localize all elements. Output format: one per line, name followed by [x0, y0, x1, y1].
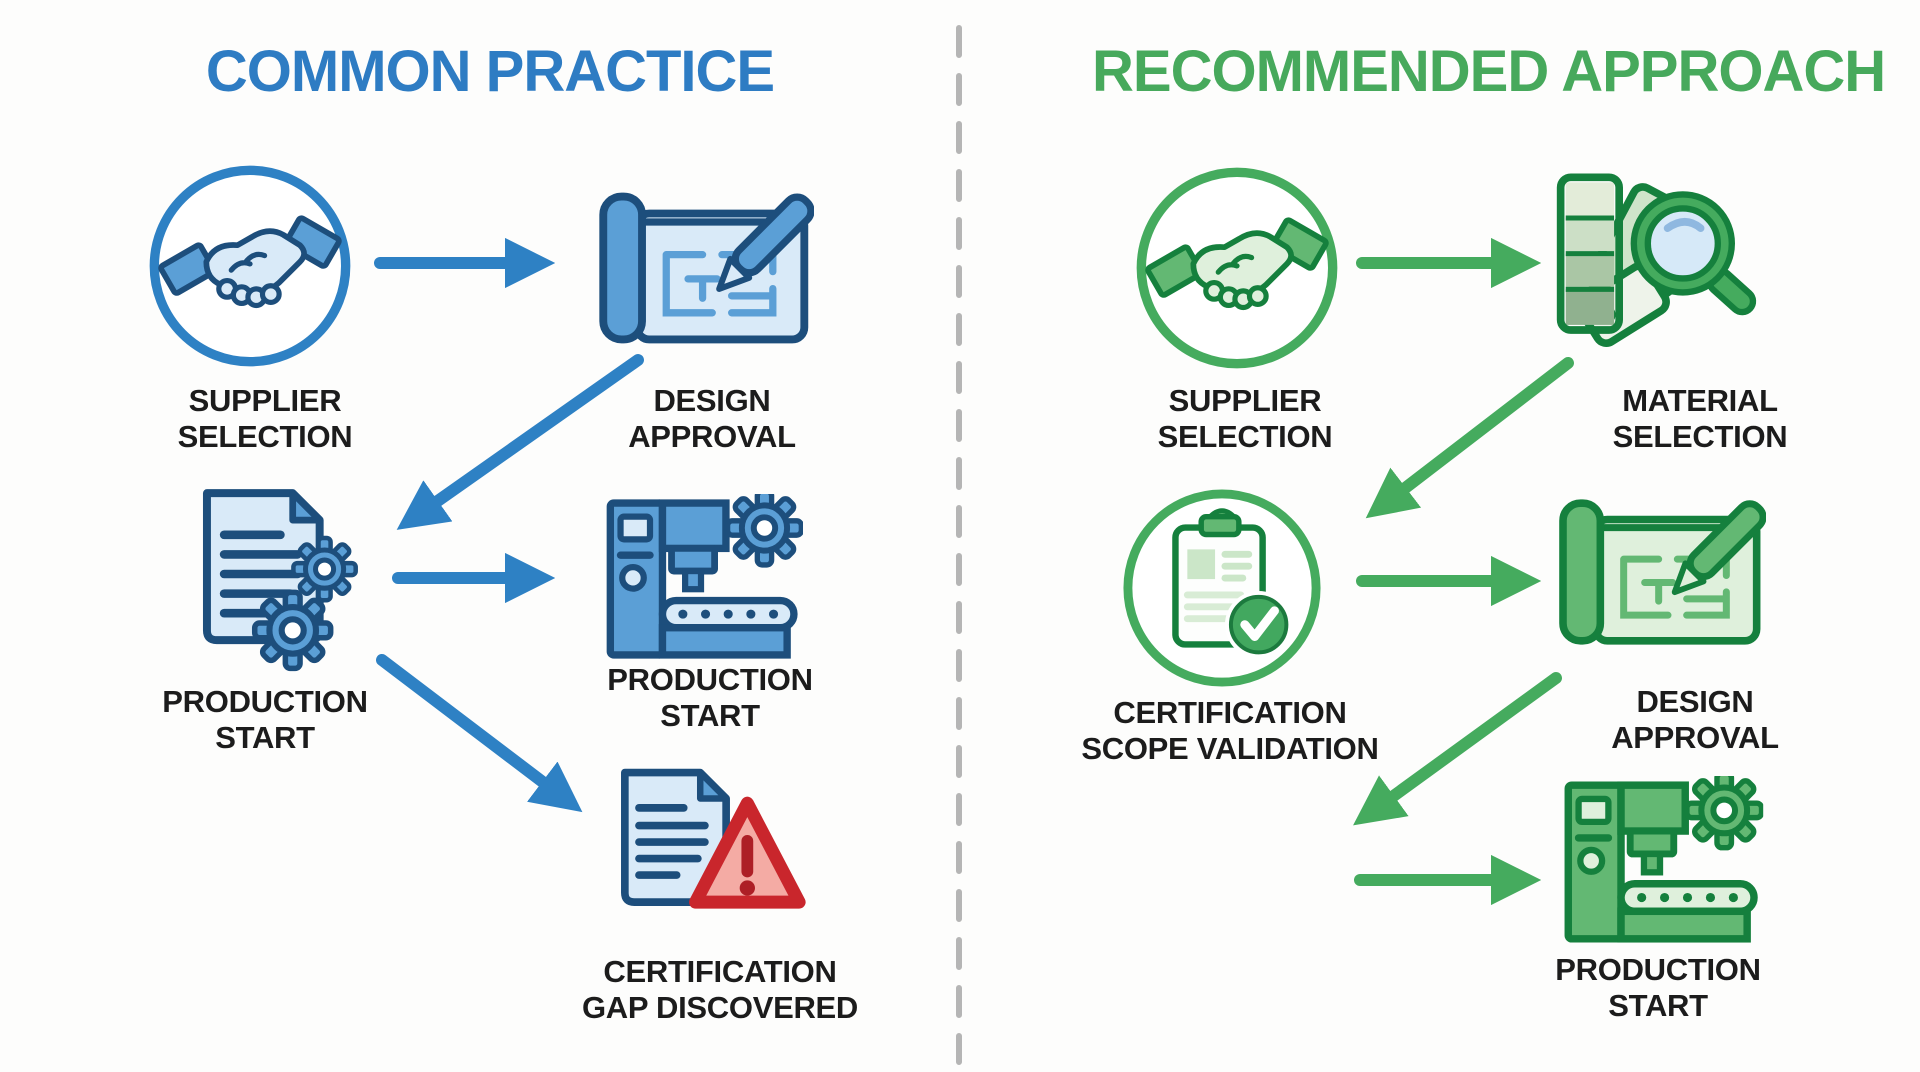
step-label-certification-gap: CERTIFICATION GAP DISCOVERED: [581, 954, 858, 1025]
step-label-supplier-selection: SUPPLIER SELECTION: [177, 383, 353, 454]
arrow-material-to-certification: [1365, 357, 1574, 519]
document-gears-icon: [180, 474, 376, 674]
factory-machine-icon: [1556, 776, 1764, 948]
document-warning-icon: [606, 760, 818, 950]
handshake-icon: [146, 162, 354, 370]
material-swatch-magnifier-icon: [1550, 162, 1780, 372]
step-label-material-selection: MATERIAL SELECTION: [1612, 383, 1788, 454]
handshake-icon: [1133, 164, 1341, 372]
blueprint-pen-icon: [596, 176, 814, 360]
step-label-production-start: PRODUCTION START: [1555, 952, 1761, 1023]
step-label-production-start: PRODUCTION START: [607, 662, 813, 733]
step-label-production-start: PRODUCTION START: [162, 684, 368, 755]
step-label-certification-scope-validation: CERTIFICATION SCOPE VALIDATION: [1081, 695, 1379, 766]
step-label-supplier-selection: SUPPLIER SELECTION: [1157, 383, 1333, 454]
blueprint-pen-icon: [1556, 480, 1766, 664]
right-panel-title: RECOMMENDED APPROACH: [1092, 39, 1886, 104]
clipboard-check-icon: [1118, 484, 1326, 692]
step-label-design-approval: DESIGN APPROVAL: [1611, 684, 1779, 755]
step-label-design-approval: DESIGN APPROVAL: [628, 383, 796, 454]
factory-machine-icon: [588, 494, 814, 664]
left-panel-title: COMMON PRACTICE: [205, 39, 775, 104]
